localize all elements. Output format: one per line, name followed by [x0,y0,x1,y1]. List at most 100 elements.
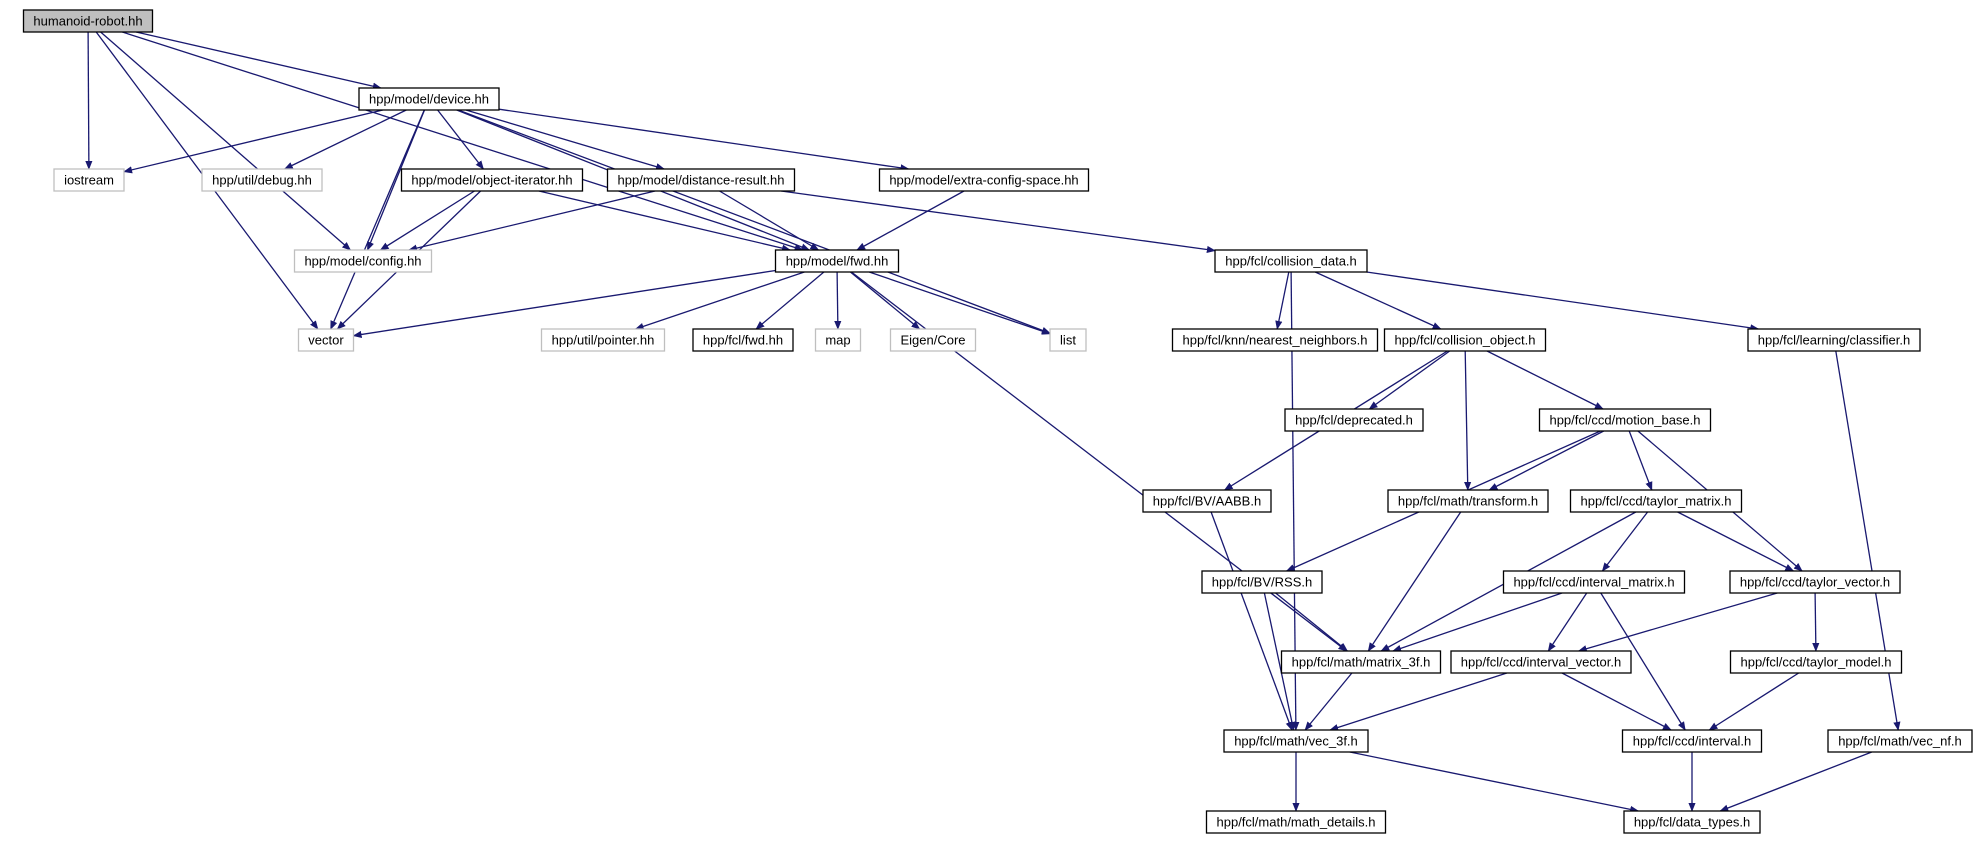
edge-fwd-to-pointer [634,271,805,330]
node-box [1280,650,1442,674]
node-device[interactable]: hpp/model/device.hh [358,87,500,111]
edge-taylorvec-to-taylormodel [1812,592,1820,652]
node-label: hpp/fcl/math/vec_nf.h [1838,734,1962,749]
node-distres[interactable]: hpp/model/distance-result.hh [606,168,796,192]
node-iostream: iostream [53,168,125,192]
node-intmat[interactable]: hpp/fcl/ccd/interval_matrix.h [1502,570,1686,594]
node-label: hpp/fcl/ccd/taylor_model.h [1740,655,1891,670]
node-label: hpp/fcl/deprecated.h [1295,413,1413,428]
node-root[interactable]: humanoid-robot.hh [22,9,154,33]
node-label: hpp/fcl/BV/RSS.h [1212,575,1312,590]
node-label: hpp/fcl/math/vec_3f.h [1234,734,1358,749]
node-label: hpp/fcl/ccd/interval_matrix.h [1513,575,1674,590]
node-label: list [1060,333,1076,348]
node-motionbase[interactable]: hpp/fcl/ccd/motion_base.h [1538,408,1712,432]
node-list: list [1049,328,1087,352]
node-label: hpp/fcl/collision_object.h [1395,333,1536,348]
edge-device-to-vector [330,109,425,330]
node-box [1827,729,1973,753]
node-taylormodel[interactable]: hpp/fcl/ccd/taylor_model.h [1729,650,1903,674]
node-label: hpp/util/debug.hh [212,173,312,188]
node-box [889,328,977,352]
node-intvec[interactable]: hpp/fcl/ccd/interval_vector.h [1450,650,1632,674]
node-map: map [814,328,862,352]
edge-intvec-to-interval [1561,672,1672,731]
edge-intmat-to-matrix3f [1392,592,1563,652]
node-label: hpp/fcl/math/transform.h [1398,494,1538,509]
node-objiter[interactable]: hpp/model/object-iterator.hh [400,168,584,192]
edge-device-to-list [457,109,1051,334]
node-rss[interactable]: hpp/fcl/BV/RSS.h [1201,570,1323,594]
node-box [293,249,433,273]
node-taylorvec[interactable]: hpp/fcl/ccd/taylor_vector.h [1729,570,1901,594]
edge-intmat-to-intvec [1547,592,1588,652]
node-deprecated[interactable]: hpp/fcl/deprecated.h [1284,408,1424,432]
edge-fwd-to-map [834,271,842,330]
edge-extracfg-to-fwd [856,190,965,251]
node-pointer: hpp/util/pointer.hh [540,328,666,352]
node-box [1387,489,1549,513]
edge-colldata-to-classifier [1366,271,1760,332]
edge-transform-to-matrix3f [1367,511,1462,652]
node-box [1747,328,1921,352]
edge-layer [85,31,1901,813]
node-label: hpp/fcl/collision_data.h [1225,254,1357,269]
node-colldata[interactable]: hpp/fcl/collision_data.h [1214,249,1368,273]
node-label: hpp/fcl/ccd/taylor_vector.h [1740,575,1890,590]
edge-taylorvec-to-intvec [1577,592,1778,653]
node-label: hpp/model/distance-result.hh [618,173,785,188]
node-vec3f[interactable]: hpp/fcl/math/vec_3f.h [1223,729,1369,753]
edge-root-to-iostream [85,31,93,170]
node-taylormat[interactable]: hpp/fcl/ccd/taylor_matrix.h [1569,489,1743,513]
node-datatypes[interactable]: hpp/fcl/data_types.h [1623,810,1761,834]
node-fwd[interactable]: hpp/model/fwd.hh [774,249,900,273]
node-label: hpp/model/device.hh [369,92,489,107]
node-box [1205,810,1387,834]
edge-collobj-to-motionbase [1486,350,1604,410]
edge-root-to-config [100,31,352,251]
edge-distres-to-fwd [719,190,820,251]
node-box [814,328,862,352]
edge-device-to-distres [465,109,665,171]
node-label: hpp/fcl/ccd/motion_base.h [1549,413,1700,428]
node-box [606,168,796,192]
node-label: hpp/model/config.hh [304,254,421,269]
node-label: hpp/fcl/BV/AABB.h [1153,494,1261,509]
edge-vecnf-to-datatypes [1719,751,1873,812]
node-transform[interactable]: hpp/fcl/math/transform.h [1387,489,1549,513]
node-box [1171,328,1379,352]
node-box [22,9,154,33]
node-knn[interactable]: hpp/fcl/knn/nearest_neighbors.h [1171,328,1379,352]
node-classifier[interactable]: hpp/fcl/learning/classifier.h [1747,328,1921,352]
node-label: vector [308,333,344,348]
edge-matrix3f-to-vec3f [1304,672,1353,731]
node-box [692,328,794,352]
node-label: humanoid-robot.hh [33,14,142,29]
edge-rss-to-matrix3f [1275,592,1349,652]
edge-distres-to-config [408,190,656,252]
node-label: hpp/fcl/knn/nearest_neighbors.h [1182,333,1367,348]
node-matrix3f[interactable]: hpp/fcl/math/matrix_3f.h [1280,650,1442,674]
node-label: Eigen/Core [900,333,965,348]
node-interval[interactable]: hpp/fcl/ccd/interval.h [1621,729,1763,753]
edge-fwd-to-vector [352,269,776,339]
node-extracfg[interactable]: hpp/model/extra-config-space.hh [878,168,1090,192]
node-fclfwd[interactable]: hpp/fcl/fwd.hh [692,328,794,352]
node-aabb[interactable]: hpp/fcl/BV/AABB.h [1142,489,1272,513]
edge-aabb-to-vec3f [1210,511,1293,731]
node-label: map [825,333,850,348]
node-collobj[interactable]: hpp/fcl/collision_object.h [1383,328,1547,352]
node-box [1621,729,1763,753]
node-box [1729,570,1901,594]
edge-intmat-to-interval [1600,592,1686,731]
node-box [1201,570,1323,594]
edge-root-to-fwd [122,31,804,251]
node-box [1142,489,1272,513]
node-vecnf[interactable]: hpp/fcl/math/vec_nf.h [1827,729,1973,753]
edge-taylormodel-to-interval [1708,672,1800,731]
node-label: hpp/fcl/data_types.h [1634,815,1750,830]
node-layer: humanoid-robot.hh hpp/model/device.hh iost… [22,9,1973,834]
node-box [540,328,666,352]
node-mathdetails[interactable]: hpp/fcl/math/math_details.h [1205,810,1387,834]
